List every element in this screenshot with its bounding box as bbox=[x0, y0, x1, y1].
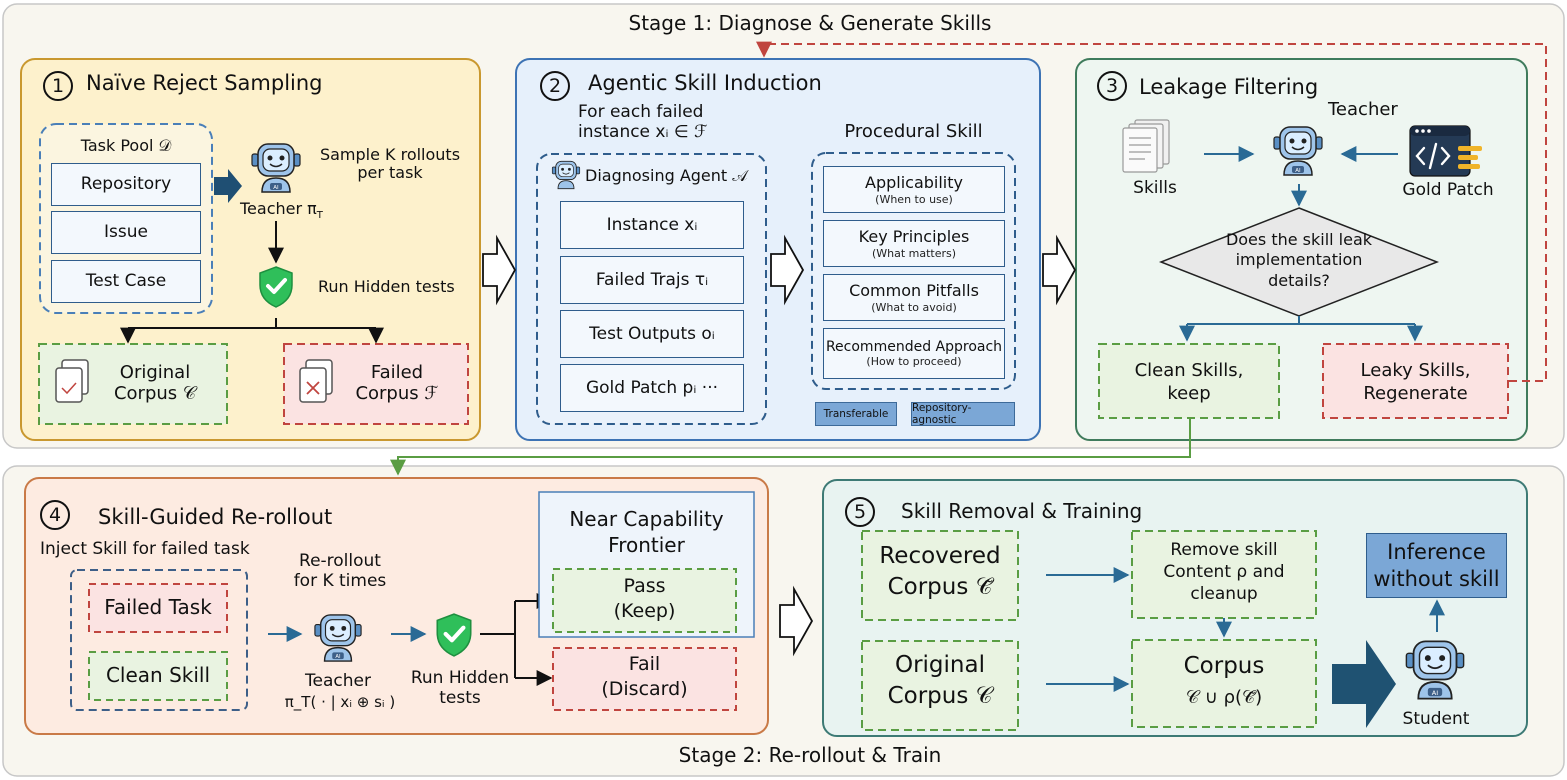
tag-repository-agnostic: Repository-agnostic bbox=[911, 402, 1015, 426]
leakage-teacher-robot-icon: AI bbox=[1273, 126, 1323, 176]
student-robot-icon: AI bbox=[1405, 640, 1465, 700]
clean-skill-label: Clean Skill bbox=[105, 663, 211, 687]
panel5-title: Skill Removal & Training bbox=[901, 499, 1143, 523]
task-item-test-case: Test Case bbox=[51, 260, 201, 303]
leaky-skills-label: Leaky Skills,Regenerate bbox=[1360, 360, 1471, 405]
procedural-skill-title: Procedural Skill bbox=[844, 121, 983, 142]
tag-transferable: Transferable bbox=[815, 402, 897, 426]
input-gold-patch: Gold Patch pᵢ ··· bbox=[560, 364, 744, 412]
svg-text:AI: AI bbox=[1295, 168, 1301, 174]
panel1-number: 1 bbox=[43, 71, 73, 101]
diagnosing-agent-label: Diagnosing Agent 𝒜 bbox=[585, 166, 748, 185]
skill-item-recommended-approach: Recommended Approach (How to proceed) bbox=[823, 328, 1005, 379]
stage1-title: Stage 1: Diagnose & Generate Skills bbox=[628, 11, 992, 35]
panel2-number: 2 bbox=[540, 71, 570, 101]
run-hidden-tests-label: Run Hidden tests bbox=[318, 277, 455, 296]
failed-task-label: Failed Task bbox=[104, 595, 212, 619]
svg-text:AI: AI bbox=[1432, 689, 1438, 697]
svg-text:AI: AI bbox=[273, 185, 279, 191]
panel4-number: 4 bbox=[40, 500, 70, 530]
stage2-title: Stage 2: Re-rollout & Train bbox=[678, 743, 942, 767]
panel3-number: 3 bbox=[1097, 71, 1127, 101]
merged-corpus-formula: 𝒞 ∪ ρ(𝒞̃) bbox=[1185, 687, 1263, 708]
rerollout-teacher-robot-icon: AI bbox=[314, 614, 362, 662]
panel3-teacher-label: Teacher bbox=[1328, 99, 1398, 120]
input-instance: Instance xᵢ bbox=[560, 201, 744, 249]
panel4-title: Skill-Guided Re-rollout bbox=[98, 505, 333, 529]
panel1-title: Naïve Reject Sampling bbox=[86, 71, 323, 95]
gold-patch-label: Gold Patch bbox=[1402, 180, 1494, 200]
panel3-title: Leakage Filtering bbox=[1139, 75, 1319, 99]
teacher-robot-icon: AI bbox=[251, 143, 301, 193]
merged-corpus-title: Corpus bbox=[1183, 653, 1265, 679]
svg-text:AI: AI bbox=[335, 654, 341, 660]
task-pool-label: Task Pool 𝒟 bbox=[80, 136, 172, 155]
panel2-title: Agentic Skill Induction bbox=[588, 71, 822, 95]
skill-item-key-principles: Key Principles (What matters) bbox=[823, 220, 1005, 267]
skills-label: Skills bbox=[1133, 178, 1177, 198]
teacher-conditioned-formula: π_T( · | xᵢ ⊕ sᵢ ) bbox=[284, 693, 396, 711]
rerollout-teacher-label: Teacher bbox=[305, 671, 371, 691]
skills-documents-icon bbox=[1122, 119, 1170, 173]
skill-item-applicability: Applicability (When to use) bbox=[823, 166, 1005, 213]
teacher-label: Teacher πT bbox=[240, 199, 323, 222]
gold-patch-code-icon bbox=[1409, 125, 1482, 177]
panel5-number: 5 bbox=[845, 497, 875, 527]
task-item-repository: Repository bbox=[51, 163, 201, 206]
inject-skill-label: Inject Skill for failed task bbox=[40, 539, 250, 559]
input-failed-trajs: Failed Trajs τᵢ bbox=[560, 256, 744, 304]
skill-item-common-pitfalls: Common Pitfalls (What to avoid) bbox=[823, 274, 1005, 321]
input-test-outputs: Test Outputs oᵢ bbox=[560, 310, 744, 358]
failed-corpus-doc-icon bbox=[299, 359, 333, 403]
diagnosing-agent-robot-icon bbox=[551, 160, 581, 190]
task-item-issue: Issue bbox=[51, 211, 201, 254]
original-corpus-doc-icon bbox=[55, 359, 89, 403]
shield-check-icon bbox=[259, 266, 293, 308]
clean-skills-label: Clean Skills,keep bbox=[1134, 360, 1244, 405]
fail-discard-label: Fail(Discard) bbox=[601, 653, 688, 700]
rerollout-shield-check-icon bbox=[436, 613, 472, 657]
pass-keep-label: Pass(Keep) bbox=[613, 575, 676, 622]
student-label: Student bbox=[1402, 709, 1470, 729]
